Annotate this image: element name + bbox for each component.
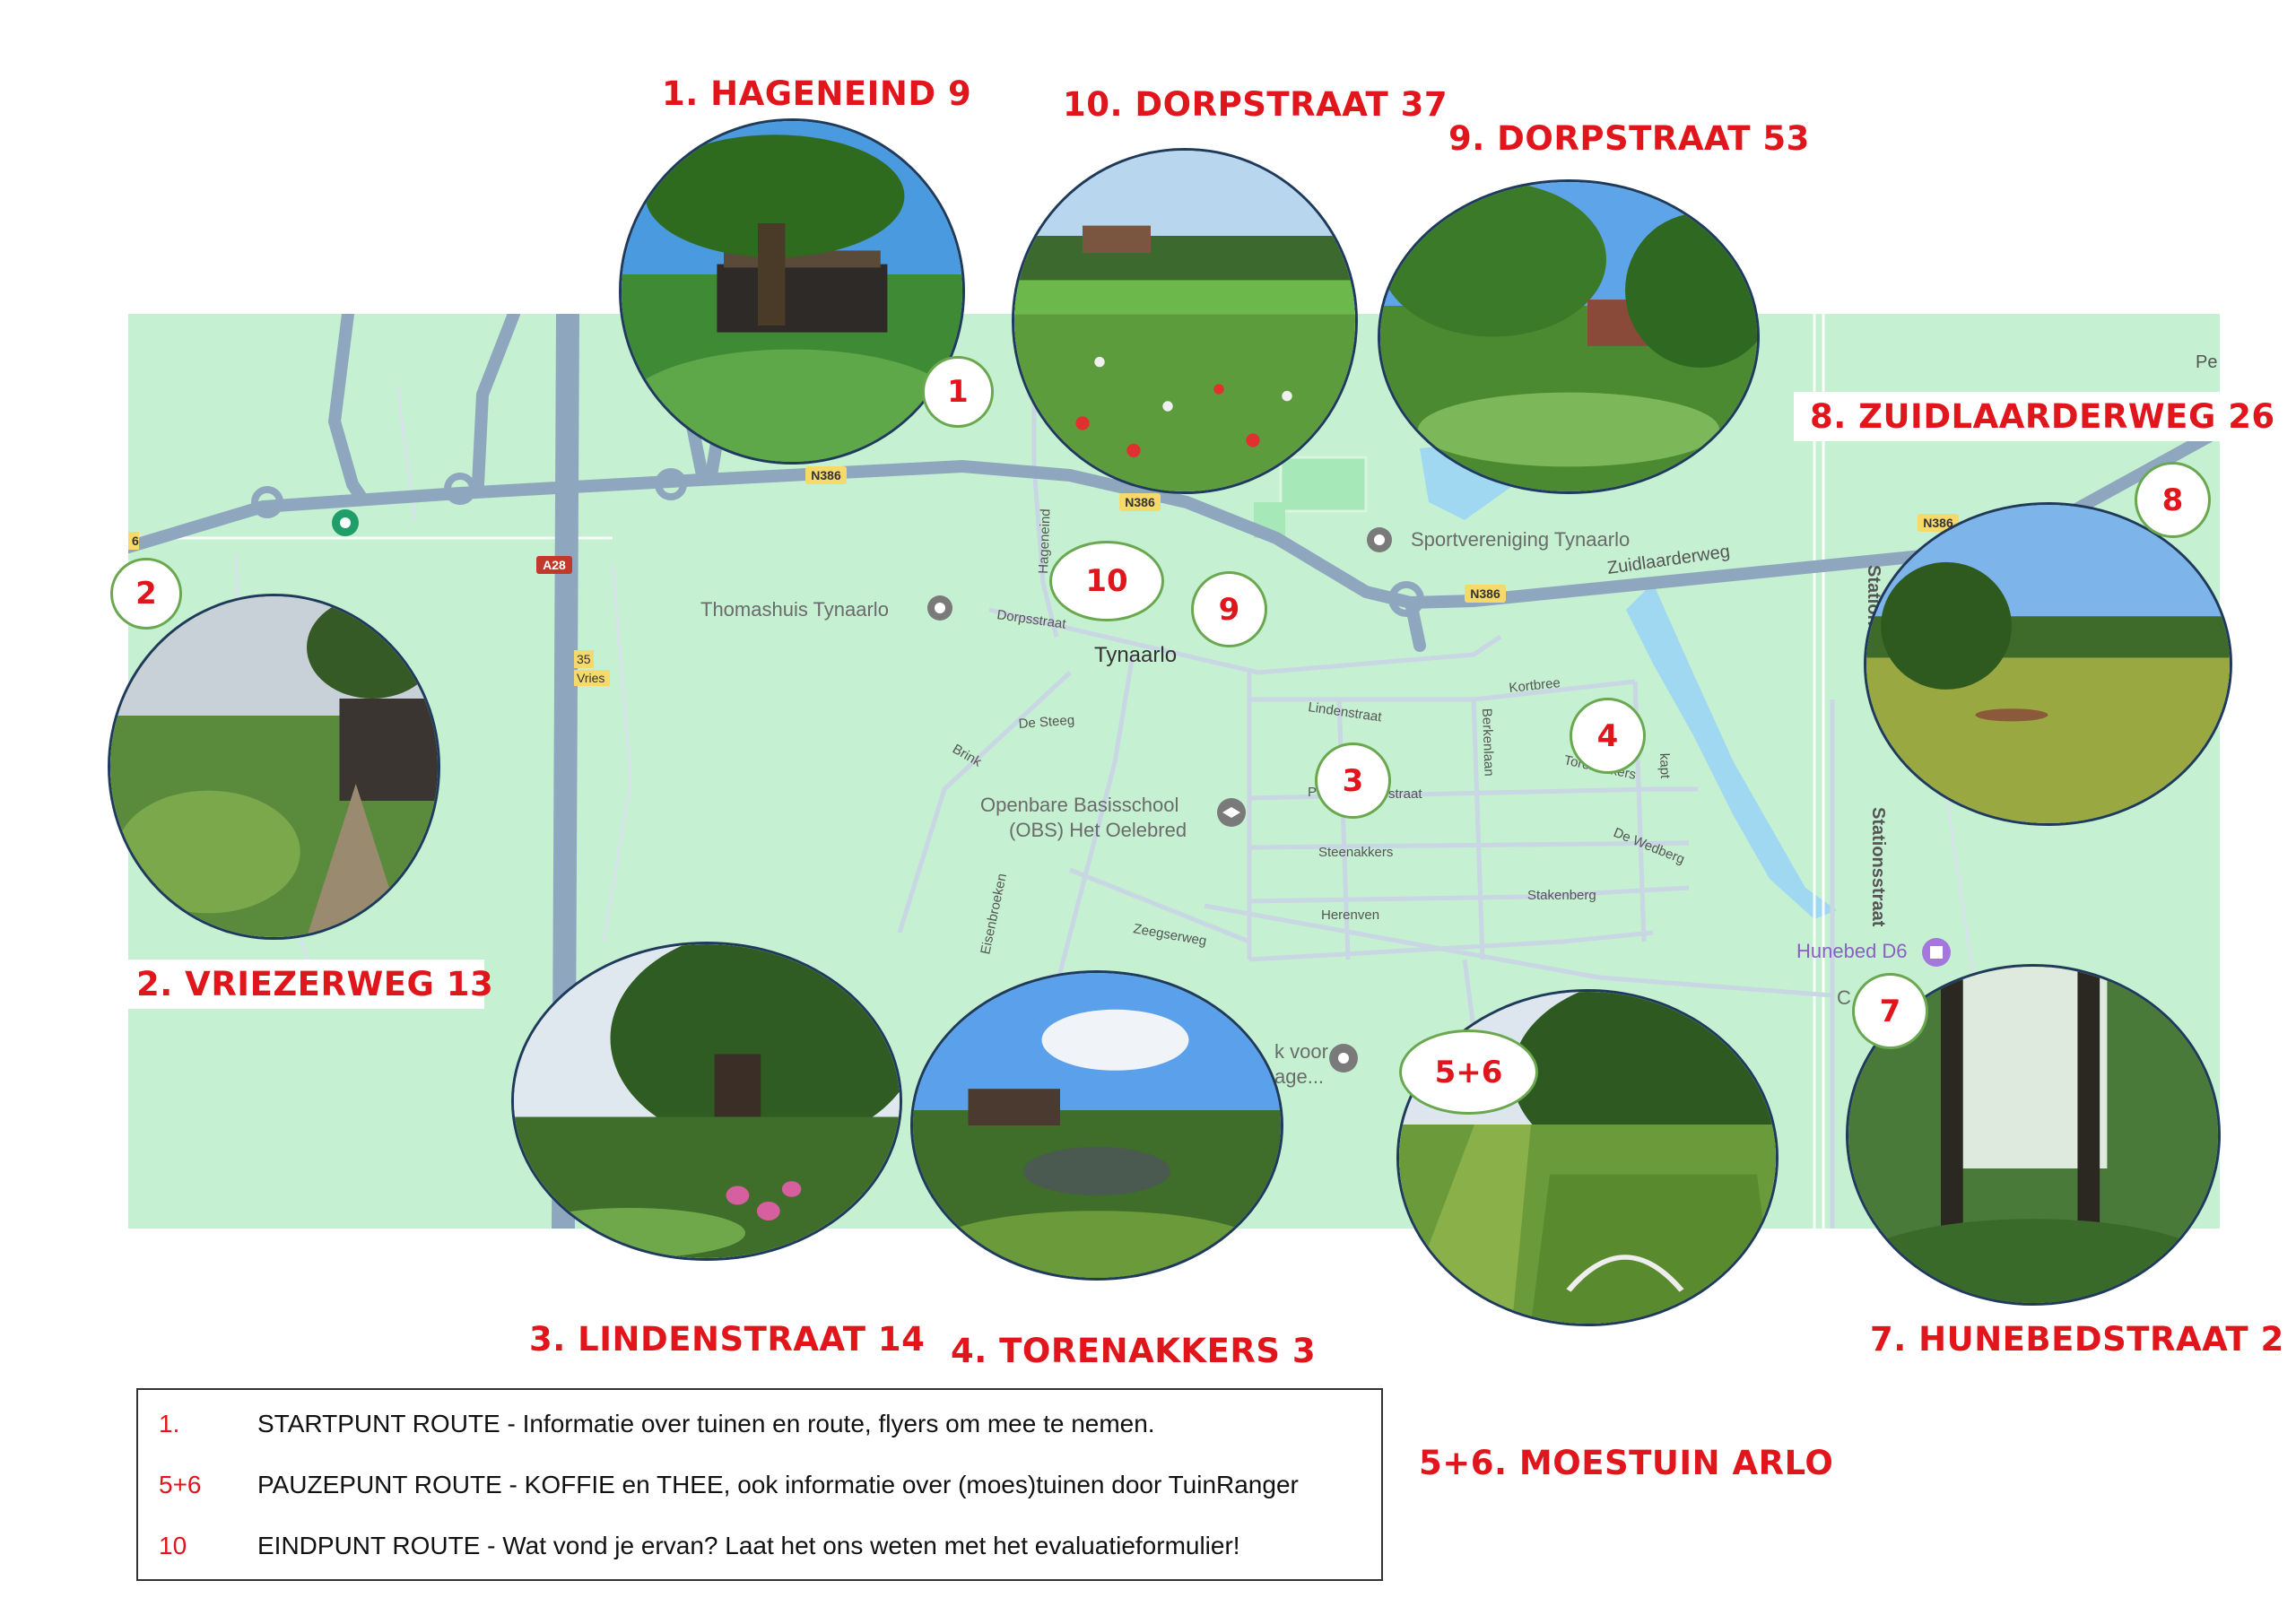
title-vriezerweg-13: 2. VRIEZERWEG 13: [120, 960, 493, 1009]
title-lindenstraat-14: 3. LINDENSTRAAT 14: [529, 1320, 926, 1359]
photo-torenakkers-3: [910, 970, 1283, 1281]
street-hageneind: Hageneind: [1036, 508, 1054, 574]
road-label-n386-c: N386: [1470, 586, 1500, 601]
town-label-tynaarlo: Tynaarlo: [1094, 643, 1177, 667]
poi-thomashuis: Thomashuis Tynaarlo: [700, 598, 889, 621]
road-label-a28: A28: [543, 558, 566, 572]
street-steenakkers: Steenakkers: [1318, 845, 1393, 860]
marker-2[interactable]: 2: [110, 558, 182, 630]
street-kapt: kapt: [1657, 753, 1673, 780]
title-moestuin-arlo: 5+6. MOESTUIN ARLO: [1419, 1444, 1834, 1482]
poi-sportvereniging: Sportvereniging Tynaarlo: [1411, 528, 1630, 551]
title-dorpstraat-53: 9. DORPSTRAAT 53: [1448, 119, 1810, 158]
marker-9[interactable]: 9: [1191, 571, 1267, 647]
poi-partial-c: C: [1837, 986, 1851, 1009]
title-zuidlaarderweg-26: 8. ZUIDLAARDERWEG 26: [1794, 392, 2292, 441]
exit-label-vries: Vries: [577, 671, 604, 685]
marker-1[interactable]: 1: [922, 356, 994, 428]
town-partial-pe: Pe: [2196, 352, 2217, 372]
street-berkenlaan: Berkenlaan: [1479, 708, 1497, 777]
street-stakenberg: Stakenberg: [1527, 888, 1596, 903]
road-label-n386-b: N386: [1125, 495, 1155, 509]
legend-number: 10: [159, 1532, 187, 1559]
route-legend: 1. STARTPUNT ROUTE - Informatie over tui…: [136, 1388, 1383, 1581]
street-lindenstraat-p: P: [1308, 785, 1317, 800]
marker-7[interactable]: 7: [1852, 973, 1928, 1049]
title-dorpstraat-37: 10. DORPSTRAAT 37: [1063, 85, 1448, 124]
street-kortbree: Kortbree: [1509, 675, 1561, 696]
photo-vriezerweg-13: [108, 594, 440, 940]
poi-obs-line2: (OBS) Het Oelebred: [1009, 819, 1187, 841]
road-label-n386-a: N386: [811, 468, 841, 482]
photo-dorpstraat-37: [1012, 148, 1358, 494]
title-hunebedstraat-2: 7. HUNEBEDSTRAAT 2: [1870, 1320, 2284, 1359]
road-label-n6: 6: [132, 534, 139, 548]
marker-10[interactable]: 10: [1049, 541, 1164, 621]
poi-hunebed: Hunebed D6: [1796, 940, 1908, 962]
street-stationsstraat: Stationsstraat: [1868, 807, 1888, 927]
marker-5-6[interactable]: 5+6: [1399, 1029, 1538, 1115]
poi-partial-age: age...: [1274, 1065, 1324, 1088]
photo-dorpstraat-53: [1378, 179, 1760, 494]
marker-8[interactable]: 8: [2135, 462, 2211, 538]
street-straat: straat: [1388, 786, 1422, 802]
poi-partial-kvoor: k voor: [1274, 1040, 1328, 1063]
street-de-steeg: De Steeg: [1018, 713, 1075, 732]
legend-text: EINDPUNT ROUTE - Wat vond je ervan? Laat…: [257, 1532, 1240, 1559]
photo-hageneind-9: [619, 118, 965, 465]
photo-zuidlaarderweg-26: [1864, 502, 2232, 826]
exit-marker-35: 35: [577, 652, 591, 666]
marker-3[interactable]: 3: [1315, 743, 1391, 819]
legend-text: STARTPUNT ROUTE - Informatie over tuinen…: [257, 1410, 1155, 1437]
title-torenakkers-3: 4. TORENAKKERS 3: [951, 1332, 1317, 1370]
poi-obs-line1: Openbare Basisschool: [980, 794, 1178, 816]
marker-4[interactable]: 4: [1570, 698, 1646, 774]
legend-text: PAUZEPUNT ROUTE - KOFFIE en THEE, ook in…: [257, 1471, 1299, 1498]
street-herenven: Herenven: [1321, 908, 1379, 923]
legend-number: 5+6: [159, 1471, 202, 1498]
title-hageneind-9: 1. HAGENEIND 9: [662, 74, 972, 113]
road-label-n386-d: N386: [1923, 516, 1953, 530]
photo-lindenstraat-14: [511, 942, 902, 1261]
legend-number: 1.: [159, 1410, 180, 1437]
